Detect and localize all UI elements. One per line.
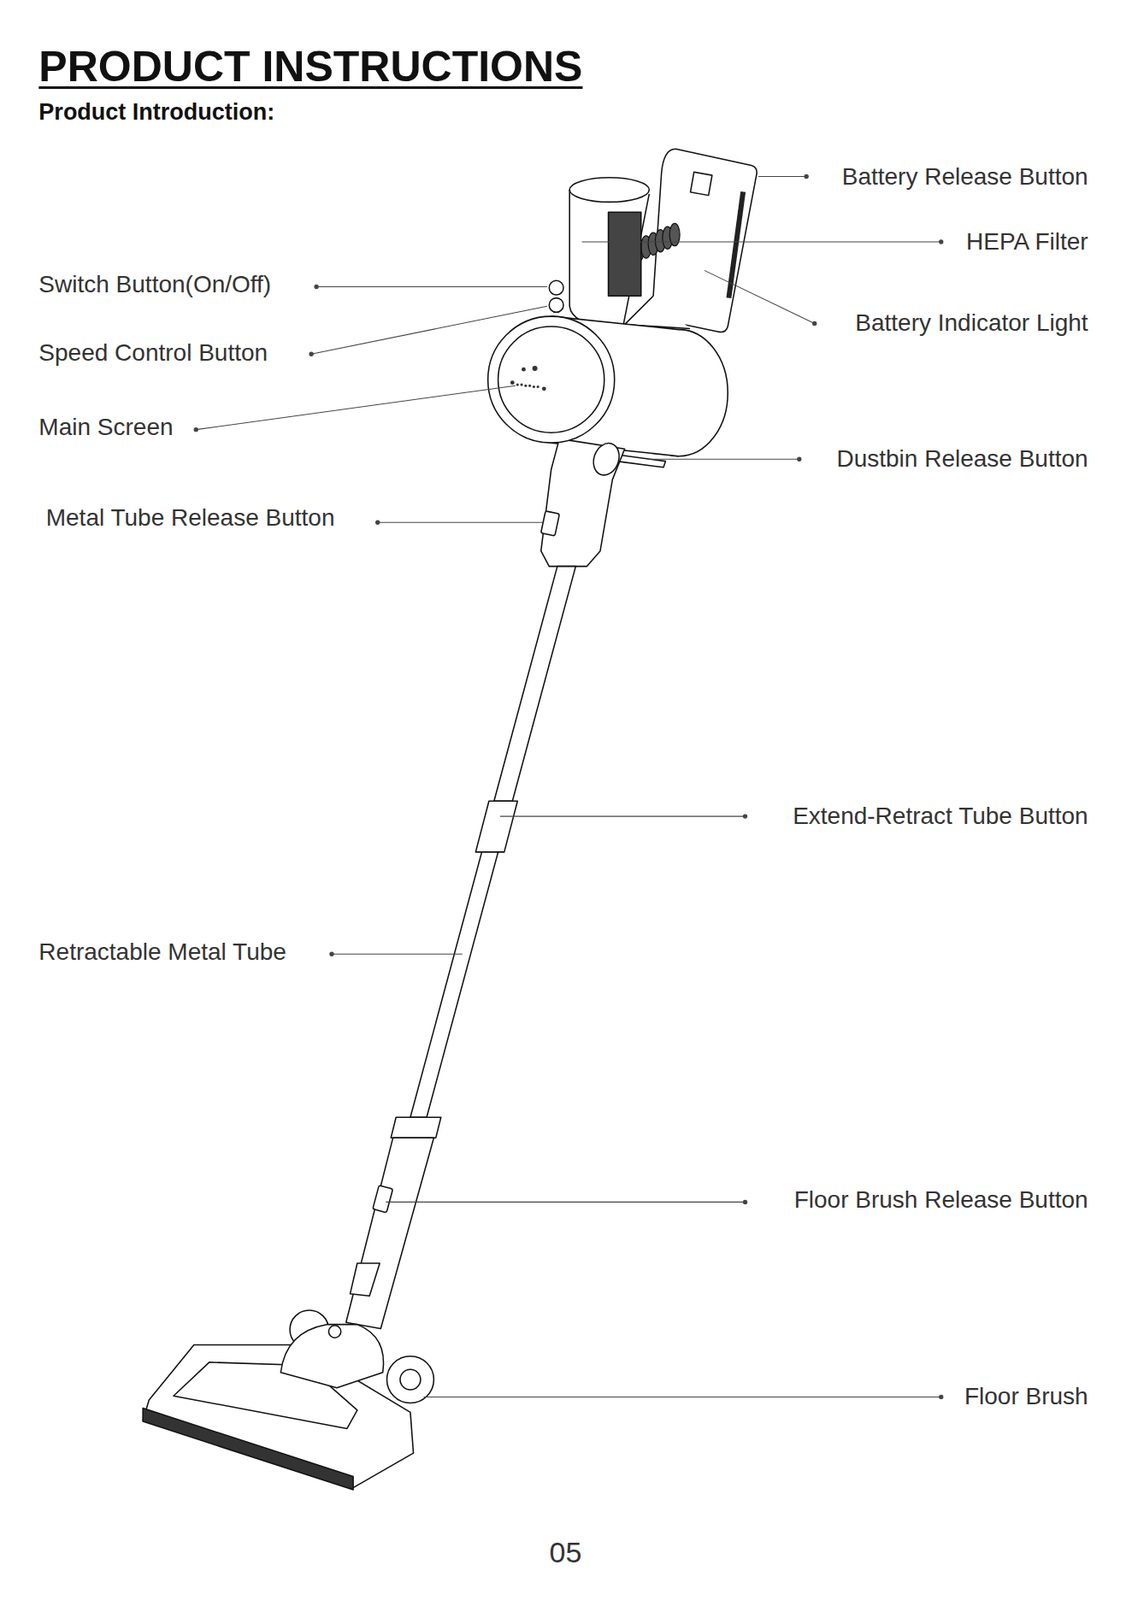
part-name: Battery Indicator Light — [854, 309, 1088, 339]
section-heading: Product Introduction: — [38, 98, 275, 126]
tube-connector — [541, 438, 625, 566]
battery-indicator — [728, 191, 743, 298]
part-name: Floor Brush Release Button — [794, 1185, 1089, 1215]
leader-line — [316, 286, 548, 288]
part-name: Metal Tube Release Button — [46, 504, 336, 534]
leader-lines — [194, 174, 944, 1399]
leader-dot — [309, 352, 313, 356]
tube-release-button — [541, 511, 561, 537]
leader-line — [500, 816, 746, 818]
filter-column — [569, 189, 649, 329]
front-disc — [488, 316, 615, 443]
leader-dot — [194, 427, 198, 431]
leader-dot — [804, 174, 808, 178]
hepa-mesh — [608, 212, 642, 296]
part-name: Floor Brush — [964, 1383, 1089, 1413]
lower-collar — [390, 1117, 441, 1138]
wheel-hub — [400, 1369, 421, 1391]
page-title: PRODUCT INSTRUCTIONS — [38, 41, 583, 93]
leader-dot — [742, 1200, 747, 1204]
page-number: 05 — [548, 1534, 582, 1570]
handle-frame — [624, 295, 690, 329]
leader-line — [648, 459, 800, 460]
part-name: Switch Button(On/Off) — [38, 270, 272, 300]
leader-line — [385, 1202, 745, 1203]
screen-icons — [510, 365, 547, 391]
brush-neck — [280, 1325, 384, 1389]
leader-dot — [813, 321, 817, 325]
screen-ring — [498, 326, 605, 433]
upper-tube — [494, 566, 577, 802]
leader-line — [311, 306, 548, 354]
leader-line — [331, 954, 463, 956]
neck-pivot — [328, 1326, 341, 1339]
leader-line — [704, 270, 815, 324]
extend-collar — [475, 801, 518, 853]
leader-dot — [330, 952, 334, 956]
column-top — [569, 177, 649, 203]
front-wheel — [386, 1356, 434, 1404]
part-name: Retractable Metal Tube — [38, 937, 287, 967]
leader-line — [423, 1397, 941, 1398]
part-name: Speed Control Button — [38, 338, 268, 368]
leader-dot — [939, 240, 944, 244]
leader-dot — [314, 284, 319, 289]
battery-button — [690, 171, 713, 195]
part-name: Battery Release Button — [842, 162, 1089, 192]
speed-button — [548, 298, 564, 313]
part-name: Extend-Retract Tube Button — [792, 801, 1089, 832]
part-name: Main Screen — [38, 412, 173, 443]
leader-dot — [742, 814, 747, 819]
lower-tube — [410, 852, 499, 1118]
leader-dot — [939, 1395, 944, 1399]
brush-connector — [346, 1137, 435, 1329]
part-name: Dustbin Release Button — [836, 444, 1088, 474]
brush-release-button — [372, 1185, 394, 1214]
connector-grip — [589, 439, 624, 479]
switch-button — [548, 280, 564, 295]
leader-dot — [797, 457, 802, 461]
part-name: HEPA Filter — [966, 227, 1089, 257]
leader-line — [758, 176, 807, 177]
brush-front-strip — [142, 1409, 354, 1492]
connector-latch — [349, 1263, 380, 1297]
leader-line — [582, 241, 942, 242]
leader-line — [377, 522, 543, 524]
leader-dot — [376, 520, 380, 525]
leader-line — [195, 385, 516, 430]
